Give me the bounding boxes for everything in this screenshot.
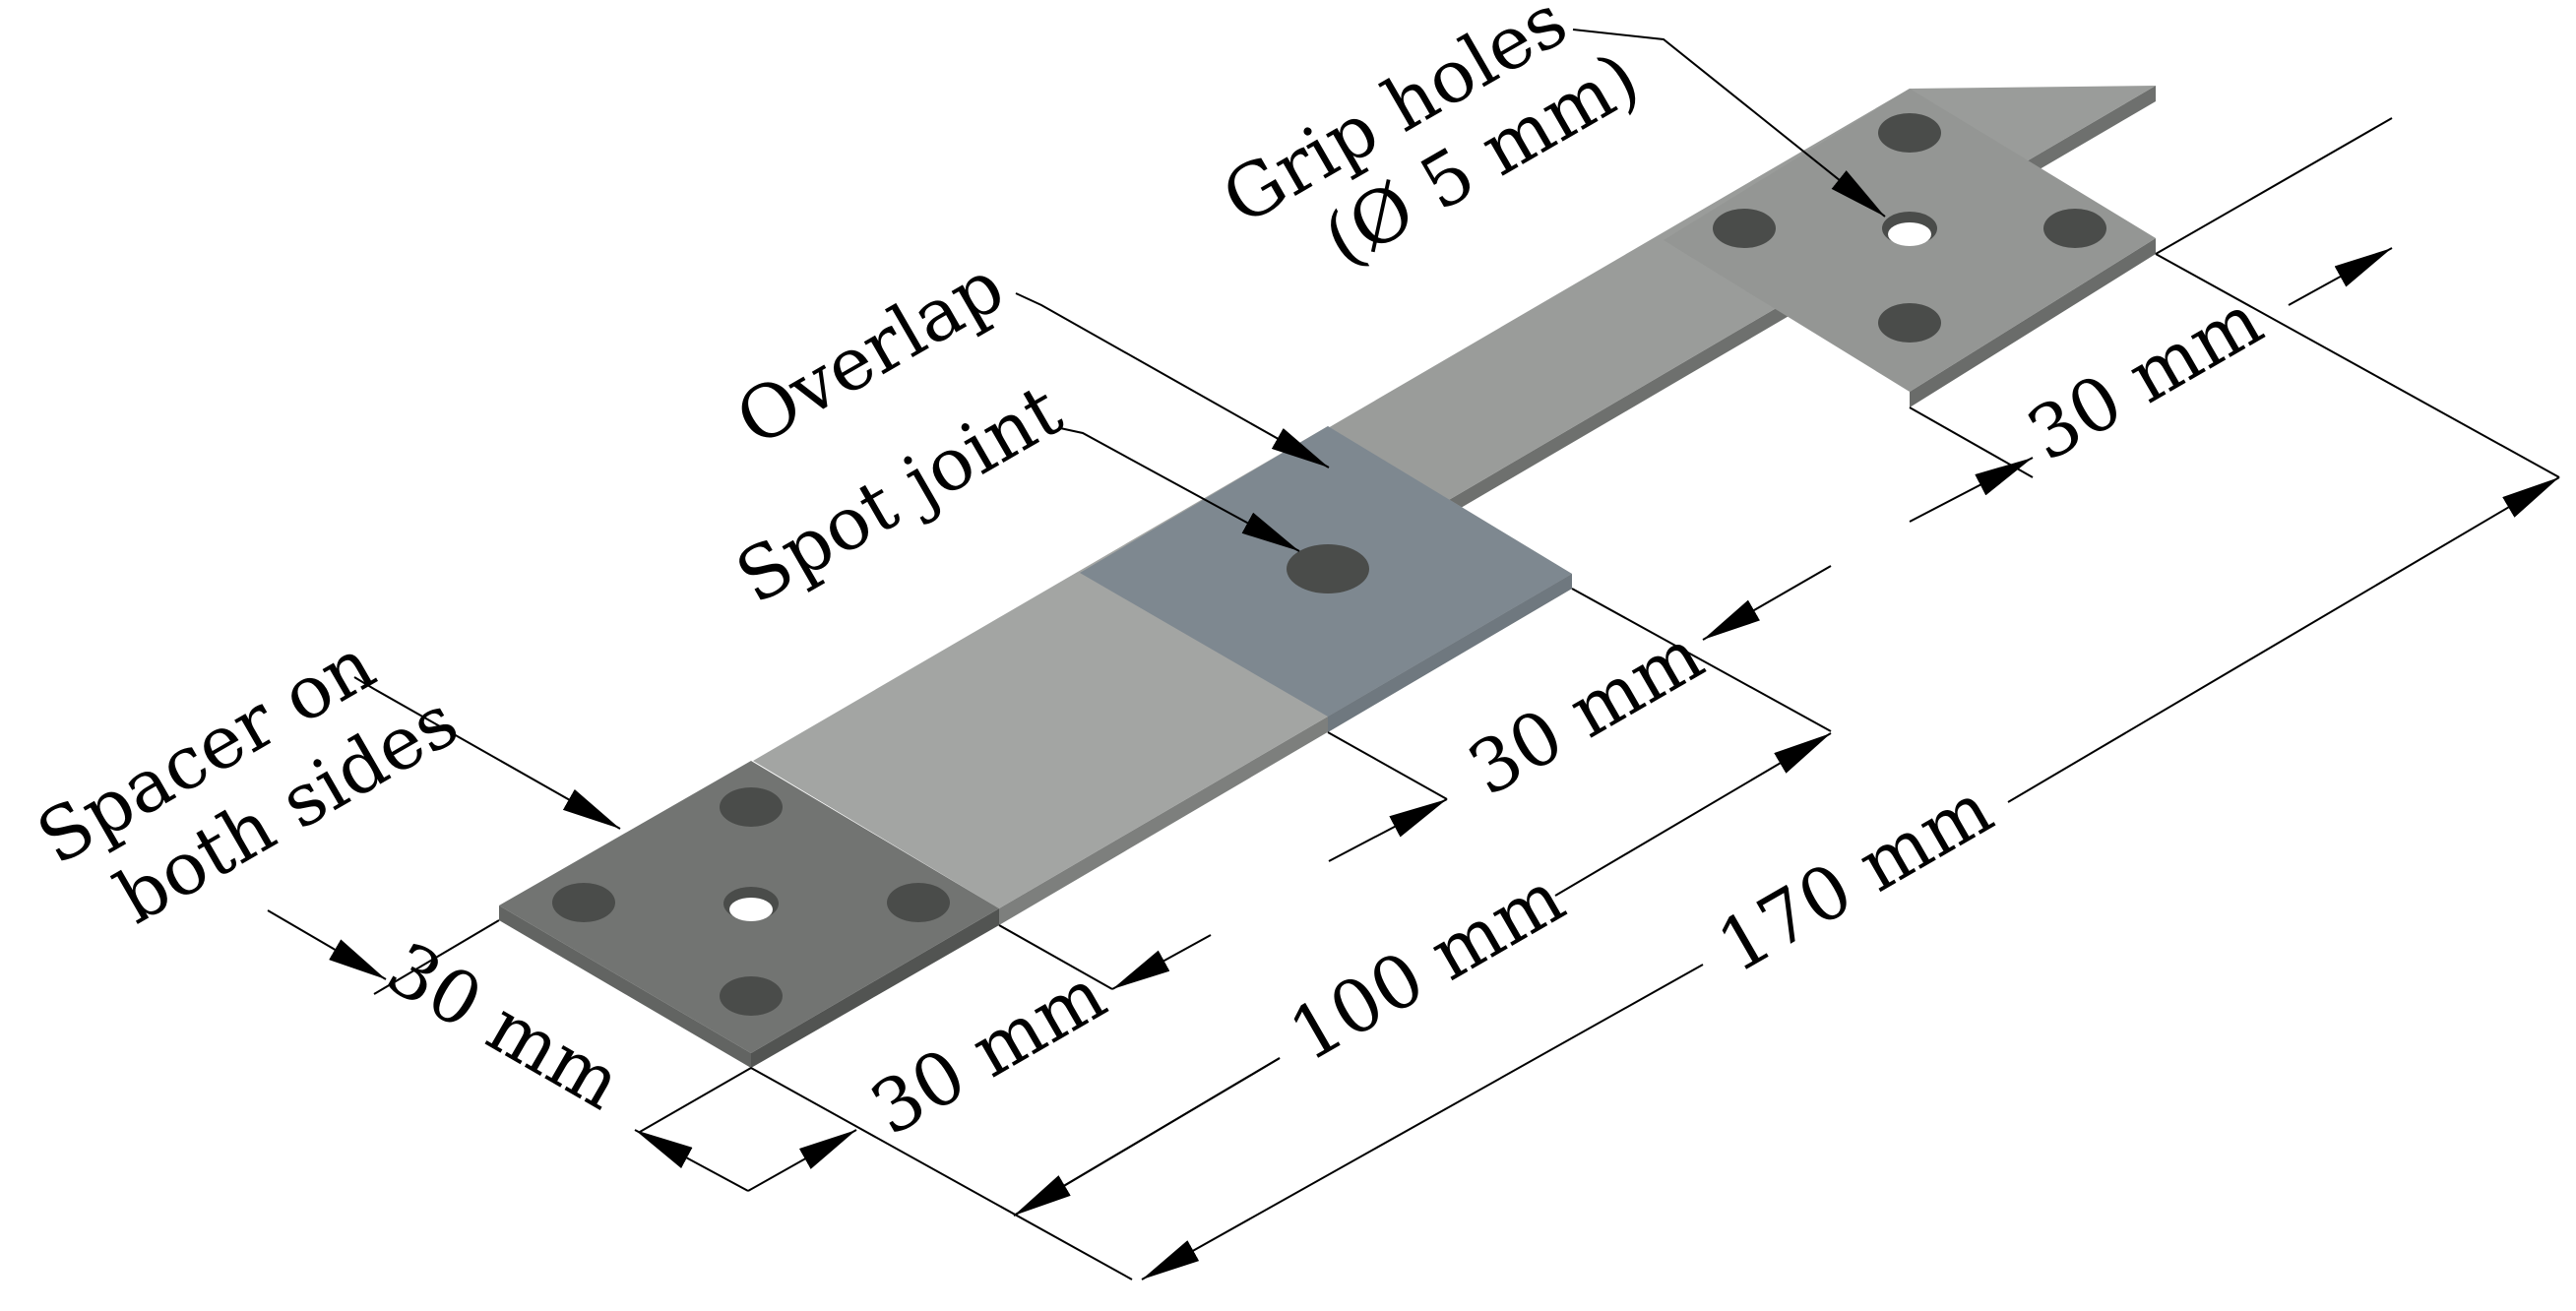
hole-icon <box>1713 209 1776 248</box>
overlap-leader <box>1015 292 1330 468</box>
spot-joint-leader <box>1059 427 1300 552</box>
dim-overlap-b <box>1328 798 1448 862</box>
dim-overlap-label: 30 mm <box>1455 612 1717 812</box>
grip-holes-leader <box>1572 29 1886 218</box>
dim-spacer-length <box>634 1129 749 1192</box>
ext-line <box>750 1067 1133 1280</box>
ext-line <box>998 924 1113 990</box>
hole-icon <box>720 787 783 827</box>
dim-total-length-label: 170 mm <box>1704 767 2006 990</box>
hole-icon <box>1878 303 1941 343</box>
dim-total-length <box>1141 964 1704 1280</box>
dim-strip-length-c <box>1013 1057 1281 1217</box>
spot-joint-icon <box>1287 544 1369 593</box>
dim-spacer-length-b <box>747 1129 857 1192</box>
left-spacer-side <box>751 908 999 1068</box>
leader-lines <box>353 29 1886 830</box>
dim-right-spacer-width <box>2288 247 2393 306</box>
hole-icon <box>1878 113 1941 153</box>
ext-line <box>2155 117 2393 255</box>
spacer-leader <box>353 676 621 830</box>
hole-icon <box>720 976 783 1016</box>
dim-total-length-b <box>2007 476 2560 803</box>
dim-grip <box>1702 565 1832 641</box>
through-hole-icon <box>729 898 773 921</box>
hole-icon <box>2043 209 2106 248</box>
dim-strip-length-b <box>1554 732 1832 897</box>
overlap-side <box>1328 574 1572 732</box>
ext-line <box>373 919 500 995</box>
ext-line <box>1571 588 1832 732</box>
dimension-lines <box>267 117 2560 1280</box>
through-hole-icon <box>1888 222 1931 246</box>
right-spacer-side <box>1910 238 2156 407</box>
dim-grip-b <box>1909 457 2034 523</box>
hole-icon <box>887 883 950 922</box>
left-spacer-side-front <box>499 905 751 1068</box>
specimen <box>499 86 2156 1068</box>
dim-spacer-width <box>267 909 387 980</box>
dim-overlap <box>1111 934 1212 990</box>
hole-icon <box>552 883 615 922</box>
ext-line <box>2155 253 2560 478</box>
ext-line <box>1327 731 1448 800</box>
dim-strip-length-label: 100 mm <box>1276 855 1578 1079</box>
ext-line <box>639 1067 752 1133</box>
